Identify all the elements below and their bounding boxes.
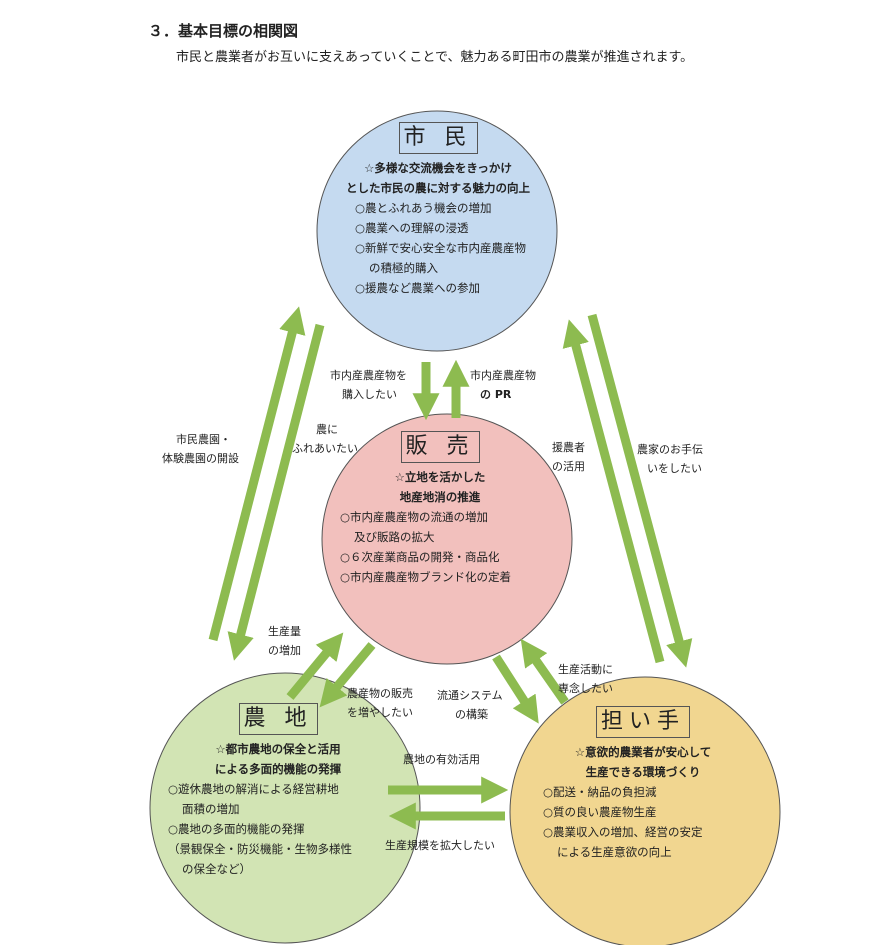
- farmers-goal: ☆意欲的農業者が安心して: [574, 745, 712, 759]
- sales-item: ○市内産農産物ブランド化の定着: [340, 570, 512, 584]
- citizen-goal: ☆多様な交流機会をきっかけ: [364, 161, 512, 175]
- farmers-item: ○配送・納品の負担減: [543, 785, 657, 799]
- label-buy: 市内産農産物を購入したい: [330, 369, 407, 401]
- citizen-goal: とした市民の農に対する魅力の向上: [346, 181, 530, 195]
- citizen-item: の積極的購入: [369, 261, 438, 275]
- arrow-sales-to-farmers: [492, 654, 539, 724]
- farmers-goal: 生産できる環境づくり: [585, 765, 701, 779]
- label-use-land: 農地の有効活用: [403, 753, 480, 766]
- citizen-title: 市 民: [398, 122, 478, 154]
- farmland-goal: による多面的機能の発揮: [214, 762, 342, 776]
- arrow-farmers-to-citizen: [562, 319, 665, 664]
- citizen-item: ○農とふれあう機会の増加: [355, 201, 492, 215]
- label-expand: 生産規模を拡大したい: [385, 839, 495, 852]
- label-pr: 市内産農産物の PR: [470, 369, 536, 401]
- section-subtitle: 市民と農業者がお互いに支えあっていくことで、魅力ある町田市の農業が推進されます。: [176, 50, 694, 65]
- label-allotment: 市民農園・体験農園の開設: [162, 433, 239, 465]
- sales-item: ○６次産業商品の開発・商品化: [340, 550, 500, 564]
- arrow-farmers-to-sales: [520, 638, 569, 705]
- arrow-farmland-to-sales: [286, 632, 344, 700]
- label-help: 農家のお手伝いをしたい: [637, 443, 703, 475]
- sales-circle: [321, 413, 573, 665]
- citizen-circle: [316, 110, 558, 352]
- sales-item: 及び販路の拡大: [354, 530, 435, 544]
- arrow-citizen-to-farmers: [587, 313, 693, 668]
- farmland-item: 面積の増加: [182, 802, 240, 816]
- section-title: ３．基本目標の相関図: [148, 22, 299, 40]
- sales-goal: 地産地消の推進: [399, 490, 481, 504]
- farmers-item: ○農業収入の増加、経営の安定: [543, 825, 703, 839]
- farmland-goal: ☆都市農地の保全と活用: [215, 742, 341, 756]
- farmland-item: の保全など）: [182, 862, 251, 876]
- arrow-citizen-to-farmland: [227, 323, 325, 661]
- farmland-item: ○農地の多面的機能の発揮: [168, 822, 305, 836]
- farmers-title: 担い手: [595, 706, 690, 738]
- arrow-sales-to-farmland: [319, 642, 376, 708]
- farmland-title: 農 地: [238, 703, 318, 735]
- label-distribution: 流通システムの構築: [437, 689, 503, 721]
- sales-item: ○市内産農産物の流通の増加: [340, 510, 489, 524]
- citizen-item: ○新鮮で安心安全な市内産農産物: [355, 241, 527, 255]
- sales-node: 販 売 ☆立地を活かした 地産地消の推進 ○市内産農産物の流通の増加 及び販路の…: [340, 431, 540, 587]
- label-focus: 生産活動に専念したい: [558, 663, 613, 695]
- farmland-circle: [149, 672, 421, 944]
- sales-goal: ☆立地を活かした: [394, 470, 486, 484]
- farmland-node: 農 地 ☆都市農地の保全と活用 による多面的機能の発揮 ○遊休農地の解消による経…: [168, 703, 388, 879]
- farmers-item: による生産意欲の向上: [557, 845, 672, 859]
- sales-title: 販 売: [400, 431, 480, 463]
- label-sell: 農産物の販売を増やしたい: [347, 687, 413, 719]
- farmers-item: ○質の良い農産物生産: [543, 805, 657, 819]
- citizen-node: 市 民 ☆多様な交流機会をきっかけ とした市民の農に対する魅力の向上 ○農とふれ…: [343, 122, 533, 298]
- farmland-item: ○遊休農地の解消による経営耕地: [168, 782, 339, 796]
- arrow-farmland-to-citizen: [208, 306, 306, 642]
- label-volunteer: 援農者の活用: [552, 441, 585, 473]
- farmland-item: （景観保全・防災機能・生物多様性: [168, 842, 352, 856]
- label-touch: 農にふれあいたい: [292, 423, 358, 455]
- citizen-item: ○農業への理解の浸透: [355, 221, 469, 235]
- label-increase: 生産量の増加: [268, 625, 301, 657]
- citizen-item: ○援農など農業への参加: [355, 281, 481, 295]
- farmers-circle: [509, 676, 781, 945]
- farmers-node: 担い手 ☆意欲的農業者が安心して 生産できる環境づくり ○配送・納品の負担減 ○…: [543, 706, 743, 862]
